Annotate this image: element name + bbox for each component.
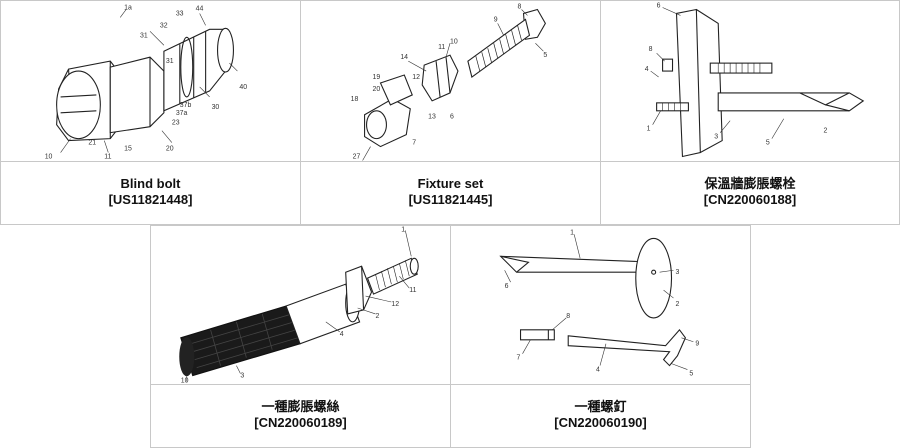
patent-title: 保溫牆膨脹螺栓 <box>704 176 796 191</box>
fig-label: 1a <box>124 4 132 11</box>
fig-label: 23 <box>172 120 180 127</box>
patent-number: [US11821448] <box>108 192 193 207</box>
fig-label: 13 <box>428 114 436 121</box>
fig-label: 10 <box>450 38 458 45</box>
patent-title: Blind bolt <box>120 176 181 191</box>
patent-card-expansion-screw: 1 11 12 2 4 3 10 一種膨脹螺絲 [CN220060189] <box>150 225 451 448</box>
fig-label: 37a <box>176 110 188 117</box>
fixture-set-drawing: 8 9 5 10 11 14 12 19 20 18 13 6 27 7 <box>301 1 600 162</box>
fig-label: 37b <box>180 102 192 109</box>
patent-card-fixture-set: 8 9 5 10 11 14 12 19 20 18 13 6 27 7 Fix… <box>300 0 601 225</box>
fig-label: 32 <box>160 22 168 29</box>
fig-label: 21 <box>88 140 96 147</box>
fig-label: 40 <box>239 84 247 91</box>
screw-drawing: 1 3 6 2 8 7 4 9 5 <box>451 226 750 385</box>
insulation-bolt-drawing: 6 8 4 1 3 5 2 <box>601 1 899 162</box>
fig-label: 5 <box>689 371 693 378</box>
fig-label: 3 <box>240 373 244 380</box>
fig-label: 4 <box>645 66 649 73</box>
fig-label: 31 <box>140 32 148 39</box>
fig-label: 9 <box>494 16 498 23</box>
patent-title: 一種膨脹螺絲 <box>261 399 340 414</box>
fig-label: 2 <box>675 301 679 308</box>
fig-label: 19 <box>373 74 381 81</box>
fig-label: 3 <box>675 269 679 276</box>
card-caption: 一種膨脹螺絲 [CN220060189] <box>151 383 450 447</box>
fig-label: 1 <box>647 126 651 133</box>
blind-bolt-svg: 1a 44 31 33 32 31 40 30 37b 37a 23 20 10… <box>45 4 248 160</box>
blind-bolt-drawing: 1a 44 31 33 32 31 40 30 37b 37a 23 20 10… <box>1 1 300 162</box>
fig-label: 33 <box>176 10 184 17</box>
fig-label: 8 <box>649 46 653 53</box>
fig-label: 8 <box>566 313 570 320</box>
insulation-bolt-svg: 6 8 4 1 3 5 2 <box>645 2 865 158</box>
fig-label: 44 <box>196 5 204 12</box>
card-caption: 保溫牆膨脹螺栓 [CN220060188] <box>601 160 899 224</box>
fig-label: 14 <box>400 54 408 61</box>
fig-label: 6 <box>657 2 661 9</box>
fixture-set-svg: 8 9 5 10 11 14 12 19 20 18 13 6 27 7 <box>351 3 547 161</box>
card-caption: Fixture set [US11821445] <box>301 160 600 224</box>
fig-label: 10 <box>181 377 189 384</box>
fig-label: 11 <box>438 44 445 51</box>
fig-label: 20 <box>166 146 174 153</box>
fig-label: 1 <box>401 226 405 233</box>
fig-label: 4 <box>340 331 344 338</box>
fig-label: 5 <box>766 140 770 147</box>
fig-label: 4 <box>596 367 600 374</box>
fig-label: 2 <box>375 313 379 320</box>
fig-label: 2 <box>824 128 828 135</box>
fig-label: 15 <box>124 146 132 153</box>
fig-label: 5 <box>543 52 547 59</box>
fig-label: 27 <box>353 153 361 160</box>
fig-label: 3 <box>714 134 718 141</box>
patent-card-blind-bolt: 1a 44 31 33 32 31 40 30 37b 37a 23 20 10… <box>0 0 301 225</box>
patent-card-insulation-wall-expansion-bolt: 6 8 4 1 3 5 2 保溫牆膨脹螺栓 [CN220060188] <box>600 0 900 225</box>
fig-label: 20 <box>373 86 381 93</box>
fig-label: 6 <box>450 114 454 121</box>
fig-label: 11 <box>409 287 416 294</box>
fig-label: 6 <box>505 283 509 290</box>
card-caption: 一種螺釘 [CN220060190] <box>451 383 750 447</box>
fig-label: 18 <box>351 96 359 103</box>
patent-number: [US11821445] <box>408 192 493 207</box>
screw-svg: 1 3 6 2 8 7 4 9 5 <box>499 229 699 378</box>
patent-number: [CN220060190] <box>554 415 647 430</box>
fig-label: 7 <box>517 355 521 362</box>
patent-number: [CN220060189] <box>254 415 347 430</box>
fig-label: 12 <box>391 301 399 308</box>
patent-card-screw: 1 3 6 2 8 7 4 9 5 一種螺釘 [CN220060190] <box>450 225 751 448</box>
fig-label: 30 <box>212 104 220 111</box>
fig-label: 8 <box>518 3 522 10</box>
fig-label: 9 <box>695 341 699 348</box>
fig-label: 7 <box>412 140 416 147</box>
expansion-screw-svg: 1 11 12 2 4 3 10 <box>179 226 419 384</box>
fig-label: 1 <box>570 229 574 236</box>
expansion-screw-drawing: 1 11 12 2 4 3 10 <box>151 226 450 385</box>
patent-title: Fixture set <box>417 176 484 191</box>
patent-title: 一種螺釘 <box>574 399 627 414</box>
fig-label: 31 <box>166 58 174 65</box>
patent-number: [CN220060188] <box>703 192 797 207</box>
card-caption: Blind bolt [US11821448] <box>1 160 300 224</box>
fig-label: 12 <box>412 74 420 81</box>
fig-label: 10 <box>45 153 53 160</box>
fig-label: 11 <box>104 153 111 160</box>
